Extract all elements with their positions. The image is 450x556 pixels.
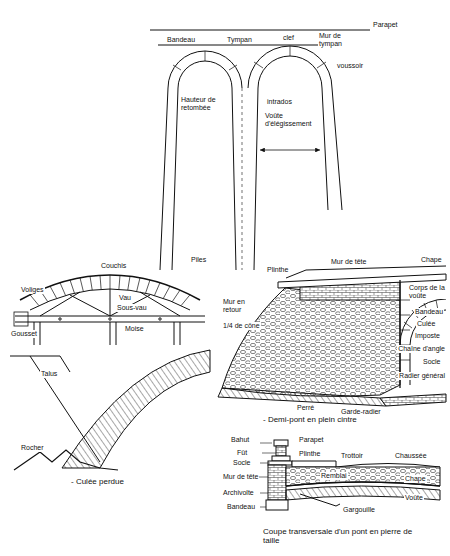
part-label: Gousset — [10, 330, 38, 338]
part-label: Remblai — [320, 472, 348, 480]
part-label: Piles — [190, 256, 207, 264]
part-label: Mur de tympan — [318, 32, 360, 47]
part-label: Socle — [422, 358, 442, 366]
part-label: Tympan — [226, 36, 253, 44]
part-label: Trottoir — [340, 452, 364, 460]
part-label: Mur en retour — [222, 298, 254, 313]
part-label: Hauteur de retombée — [180, 96, 222, 111]
caption-text: - Demi-pont en plein cintre — [262, 416, 358, 425]
part-label: Couchis — [100, 262, 127, 270]
part-label: Culée — [416, 320, 436, 328]
part-label: Talus — [40, 370, 58, 378]
part-label: clef — [282, 34, 295, 42]
part-label: Parapet — [298, 436, 325, 444]
part-label: Gargouille — [342, 506, 376, 514]
part-label: Chaîne d'angle — [397, 345, 446, 353]
part-label: Fût — [236, 449, 248, 457]
part-label: Vau — [118, 294, 132, 302]
part-label: Chape — [404, 475, 427, 483]
caption-text: Coupe transversale d'un pont en pierre d… — [262, 528, 424, 546]
part-label: Rocher — [20, 444, 45, 452]
part-label: Mur de tête — [222, 473, 259, 481]
part-label: Archivolte — [222, 489, 255, 497]
part-label: Corps de la voûte — [408, 284, 446, 299]
part-label: Imposte — [414, 332, 441, 340]
part-label: Bandeau — [226, 503, 256, 511]
caption-text: - Culée perdue — [70, 478, 125, 487]
part-label: Mur de tête — [330, 258, 367, 266]
part-label: Bahut — [230, 436, 250, 444]
part-label: Voliges — [20, 286, 45, 294]
part-label: Chaussée — [394, 452, 428, 460]
part-label: Perré — [296, 404, 315, 412]
part-label: Voûte d'élégissement — [264, 112, 318, 127]
part-label: Parapet — [372, 21, 399, 29]
part-label: Plinthe — [298, 450, 321, 458]
part-label: Sous-vau — [116, 304, 148, 312]
part-label: Radier général — [398, 372, 446, 380]
part-label: 1/4 de cône — [222, 322, 261, 330]
part-label: Garde-radier — [340, 408, 382, 416]
part-label: voussoir — [336, 62, 364, 70]
part-label: Bandeau — [166, 36, 196, 44]
part-label: Socle — [232, 459, 252, 467]
part-label: intrados — [266, 98, 293, 106]
part-label: Moise — [124, 325, 145, 333]
part-label: Plinthe — [266, 266, 289, 274]
part-label: Chape — [420, 256, 443, 264]
part-label: Voûte — [404, 494, 424, 502]
part-label: Bandeau — [414, 308, 444, 316]
